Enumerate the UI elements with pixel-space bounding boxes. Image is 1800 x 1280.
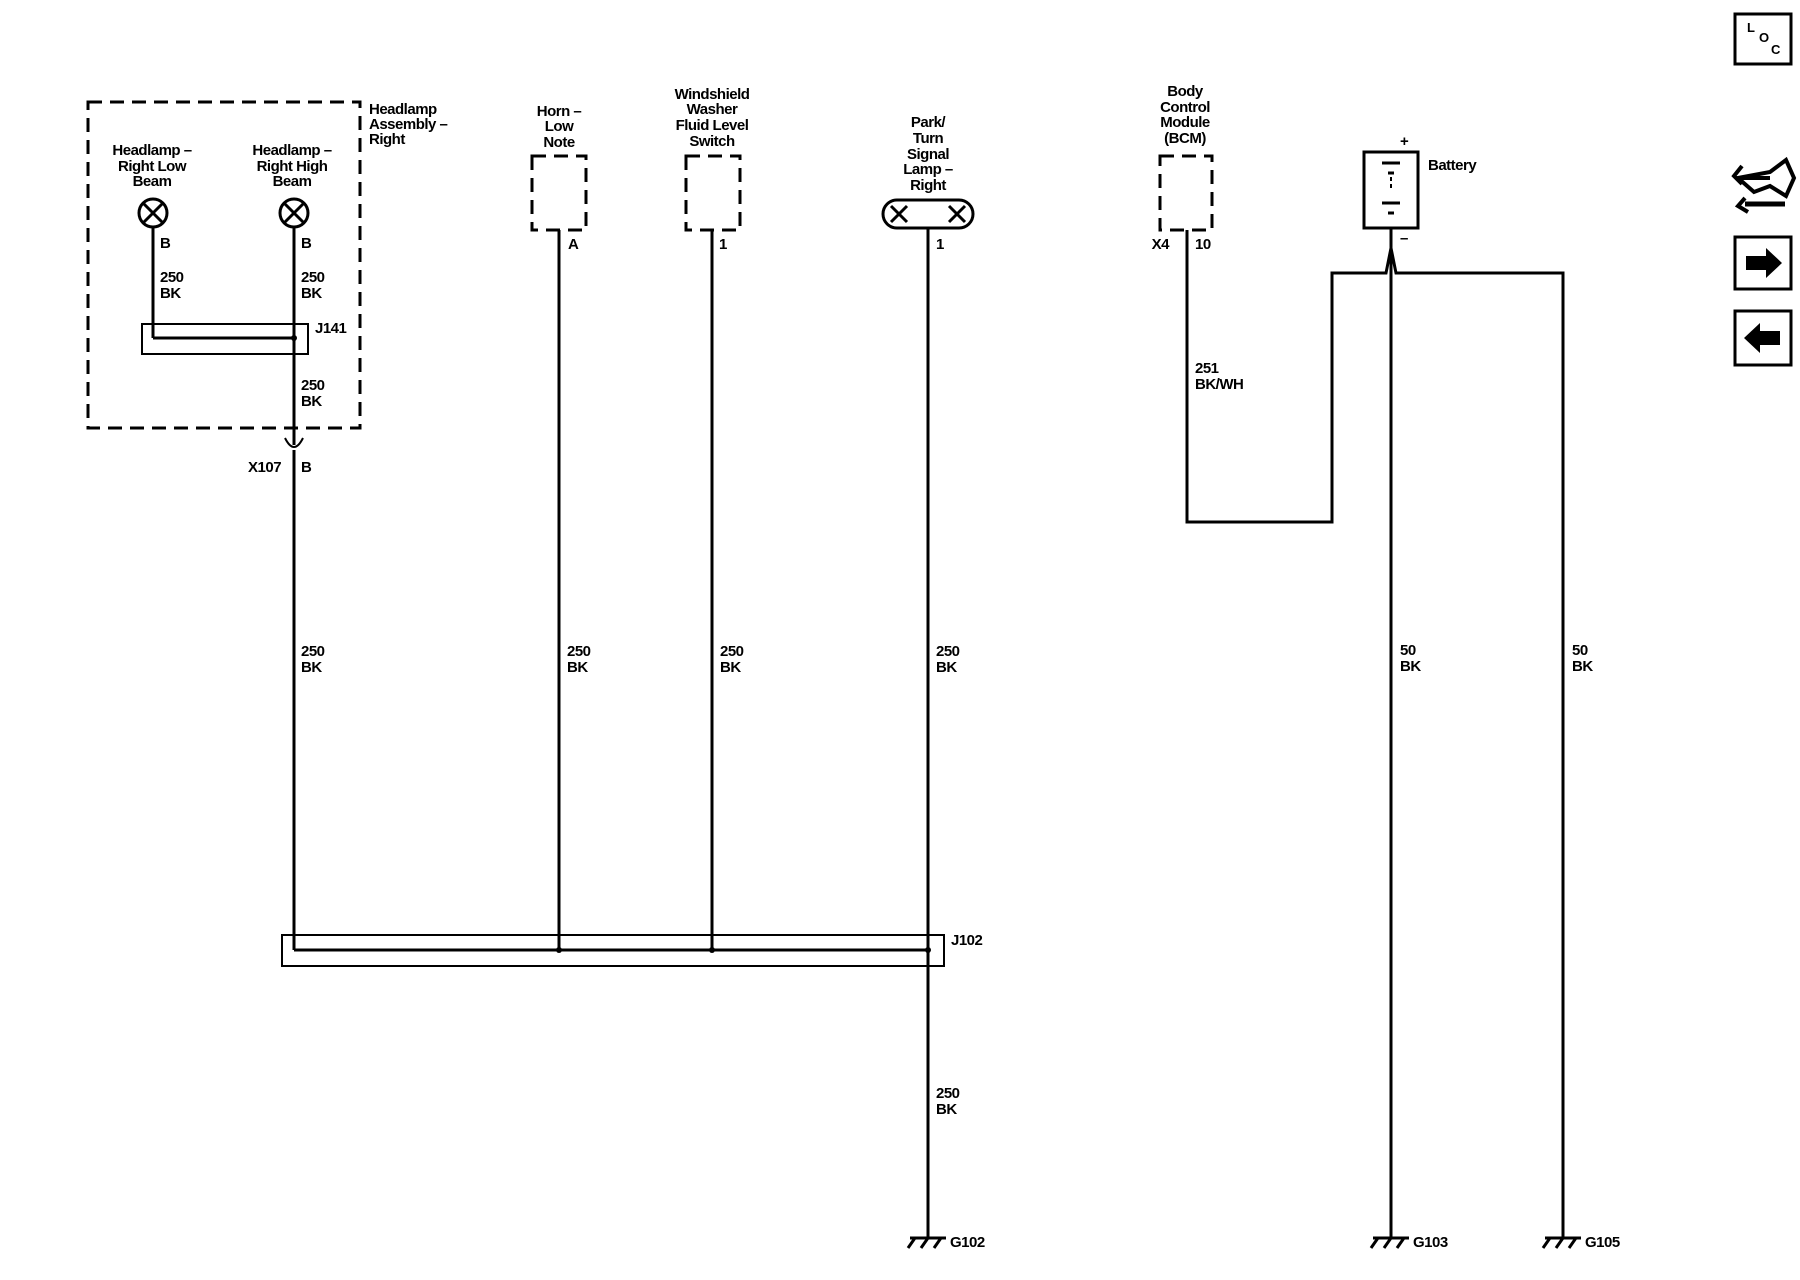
wire-park-lamp-color: BK: [936, 659, 957, 676]
park-lamp-label-4: Lamp –: [903, 161, 953, 178]
splice-j102-label: J102: [951, 932, 983, 949]
washer-label-3: Fluid Level: [676, 117, 749, 134]
horn-label-2: Low: [545, 118, 574, 135]
high-beam-label-3: Beam: [273, 173, 312, 190]
park-turn-signal-lamp: Park/ Turn Signal Lamp – Right 1: [881, 114, 975, 253]
previous-page-button[interactable]: [1733, 309, 1793, 367]
dual-filament-lamp-icon: [881, 198, 975, 230]
bcm-label-2: Control: [1160, 99, 1210, 116]
splice-j141-label: J141: [315, 320, 347, 337]
bcm-label-3: Module: [1160, 114, 1210, 131]
wire-g105-gauge: 50: [1572, 642, 1588, 659]
low-beam-pin: B: [160, 235, 171, 252]
battery-label: Battery: [1428, 157, 1477, 174]
washer-label-4: Switch: [689, 133, 735, 150]
ground-g105: G105: [1541, 1234, 1620, 1251]
park-lamp-label-2: Turn: [913, 130, 944, 147]
wire-battery-split: [1382, 247, 1565, 1238]
wire-high-beam-color: BK: [301, 285, 322, 302]
wire-washer-color: BK: [720, 659, 741, 676]
harness-tool-icon: [1731, 156, 1797, 214]
wire-g103-color: BK: [1400, 658, 1421, 675]
ground-g102: G102: [906, 1234, 985, 1251]
park-lamp-pin: 1: [936, 236, 944, 253]
ground-g102-label: G102: [950, 1234, 985, 1251]
wire-g103-gauge: 50: [1400, 642, 1416, 659]
next-page-button[interactable]: [1733, 235, 1793, 291]
horn-box: [530, 154, 588, 232]
splice-j141: J141: [141, 320, 347, 355]
low-beam-label-3: Beam: [133, 173, 172, 190]
lamp-icon: [278, 197, 310, 229]
battery-negative: –: [1400, 230, 1408, 247]
battery: + – Battery: [1362, 133, 1478, 247]
wire-bcm: [1185, 230, 1382, 524]
wire-low-beam-color: BK: [160, 285, 181, 302]
wire-park-lamp-gauge: 250: [936, 643, 960, 660]
battery-icon: [1382, 161, 1400, 215]
harness-tool-button[interactable]: [1731, 156, 1797, 214]
bcm-label-4: (BCM): [1164, 130, 1206, 147]
location-icon: L O C: [1747, 20, 1782, 57]
ground-g105-label: G105: [1585, 1234, 1620, 1251]
washer-pin: 1: [719, 236, 727, 253]
wire-g102-color: BK: [936, 1101, 957, 1118]
wire-headlamp-trunk-gauge: 250: [301, 643, 325, 660]
body-control-module: Body Control Module (BCM) X4 10: [1152, 83, 1214, 253]
wire-bcm-gauge: 251: [1195, 360, 1219, 377]
headlamp-assembly-label-3: Right: [369, 131, 405, 148]
high-beam-label-1: Headlamp –: [252, 142, 331, 159]
connector-x107-pin: B: [301, 459, 312, 476]
ground-g103: G103: [1369, 1234, 1448, 1251]
wire-g105-color: BK: [1572, 658, 1593, 675]
headlamp-assembly-boundary: [86, 100, 362, 430]
arrow-right-icon: [1746, 248, 1782, 278]
wire-j141-color: BK: [301, 393, 322, 410]
high-beam-label-2: Right High: [257, 158, 328, 175]
low-beam-label-2: Right Low: [118, 158, 187, 175]
splice-j102: J102: [281, 932, 983, 967]
arrow-left-icon: [1744, 323, 1780, 353]
bcm-connector: X4: [1152, 236, 1171, 253]
park-lamp-label-3: Signal: [907, 146, 949, 163]
high-beam-pin: B: [301, 235, 312, 252]
headlamp-assembly-label-2: Assembly –: [369, 116, 448, 133]
horn-label-1: Horn –: [537, 103, 582, 120]
ground-g103-label: G103: [1413, 1234, 1448, 1251]
wire-g102-gauge: 250: [936, 1085, 960, 1102]
lamp-icon: [137, 197, 169, 229]
headlamp-assembly-label-1: Headlamp: [369, 101, 437, 118]
wire-headlamp-trunk-color: BK: [301, 659, 322, 676]
wire-horn-color: BK: [567, 659, 588, 676]
washer-box: [684, 154, 742, 232]
wire-washer-gauge: 250: [720, 643, 744, 660]
connector-x107-label: X107: [248, 459, 281, 476]
park-lamp-label-5: Right: [910, 177, 946, 194]
loc-letter-c: C: [1771, 42, 1781, 57]
high-beam-lamp: Headlamp – Right High Beam B: [252, 142, 332, 252]
bcm-box: [1158, 154, 1214, 232]
washer-label-1: Windshield: [675, 86, 750, 103]
battery-positive: +: [1400, 133, 1409, 150]
wire-bcm-color: BK/WH: [1195, 376, 1243, 393]
washer-label-2: Washer: [687, 101, 738, 118]
wire-low-beam-gauge: 250: [160, 269, 184, 286]
loc-letter-o: O: [1759, 30, 1769, 45]
wire-horn-gauge: 250: [567, 643, 591, 660]
park-lamp-label-1: Park/: [911, 114, 947, 131]
horn-pin: A: [568, 236, 579, 253]
bcm-label-1: Body: [1167, 83, 1204, 100]
bcm-pin: 10: [1195, 236, 1211, 253]
headlamp-assembly: Headlamp Assembly – Right Headlamp – Rig…: [86, 100, 448, 445]
washer-fluid-level-switch: Windshield Washer Fluid Level Switch 1: [675, 86, 751, 253]
wire-j141-gauge: 250: [301, 377, 325, 394]
low-beam-label-1: Headlamp –: [112, 142, 191, 159]
horn-label-3: Note: [543, 134, 574, 151]
wire-high-beam-gauge: 250: [301, 269, 325, 286]
location-button[interactable]: L O C: [1733, 12, 1793, 66]
loc-letter-l: L: [1747, 20, 1755, 35]
connector-x107: X107 B: [248, 437, 313, 476]
